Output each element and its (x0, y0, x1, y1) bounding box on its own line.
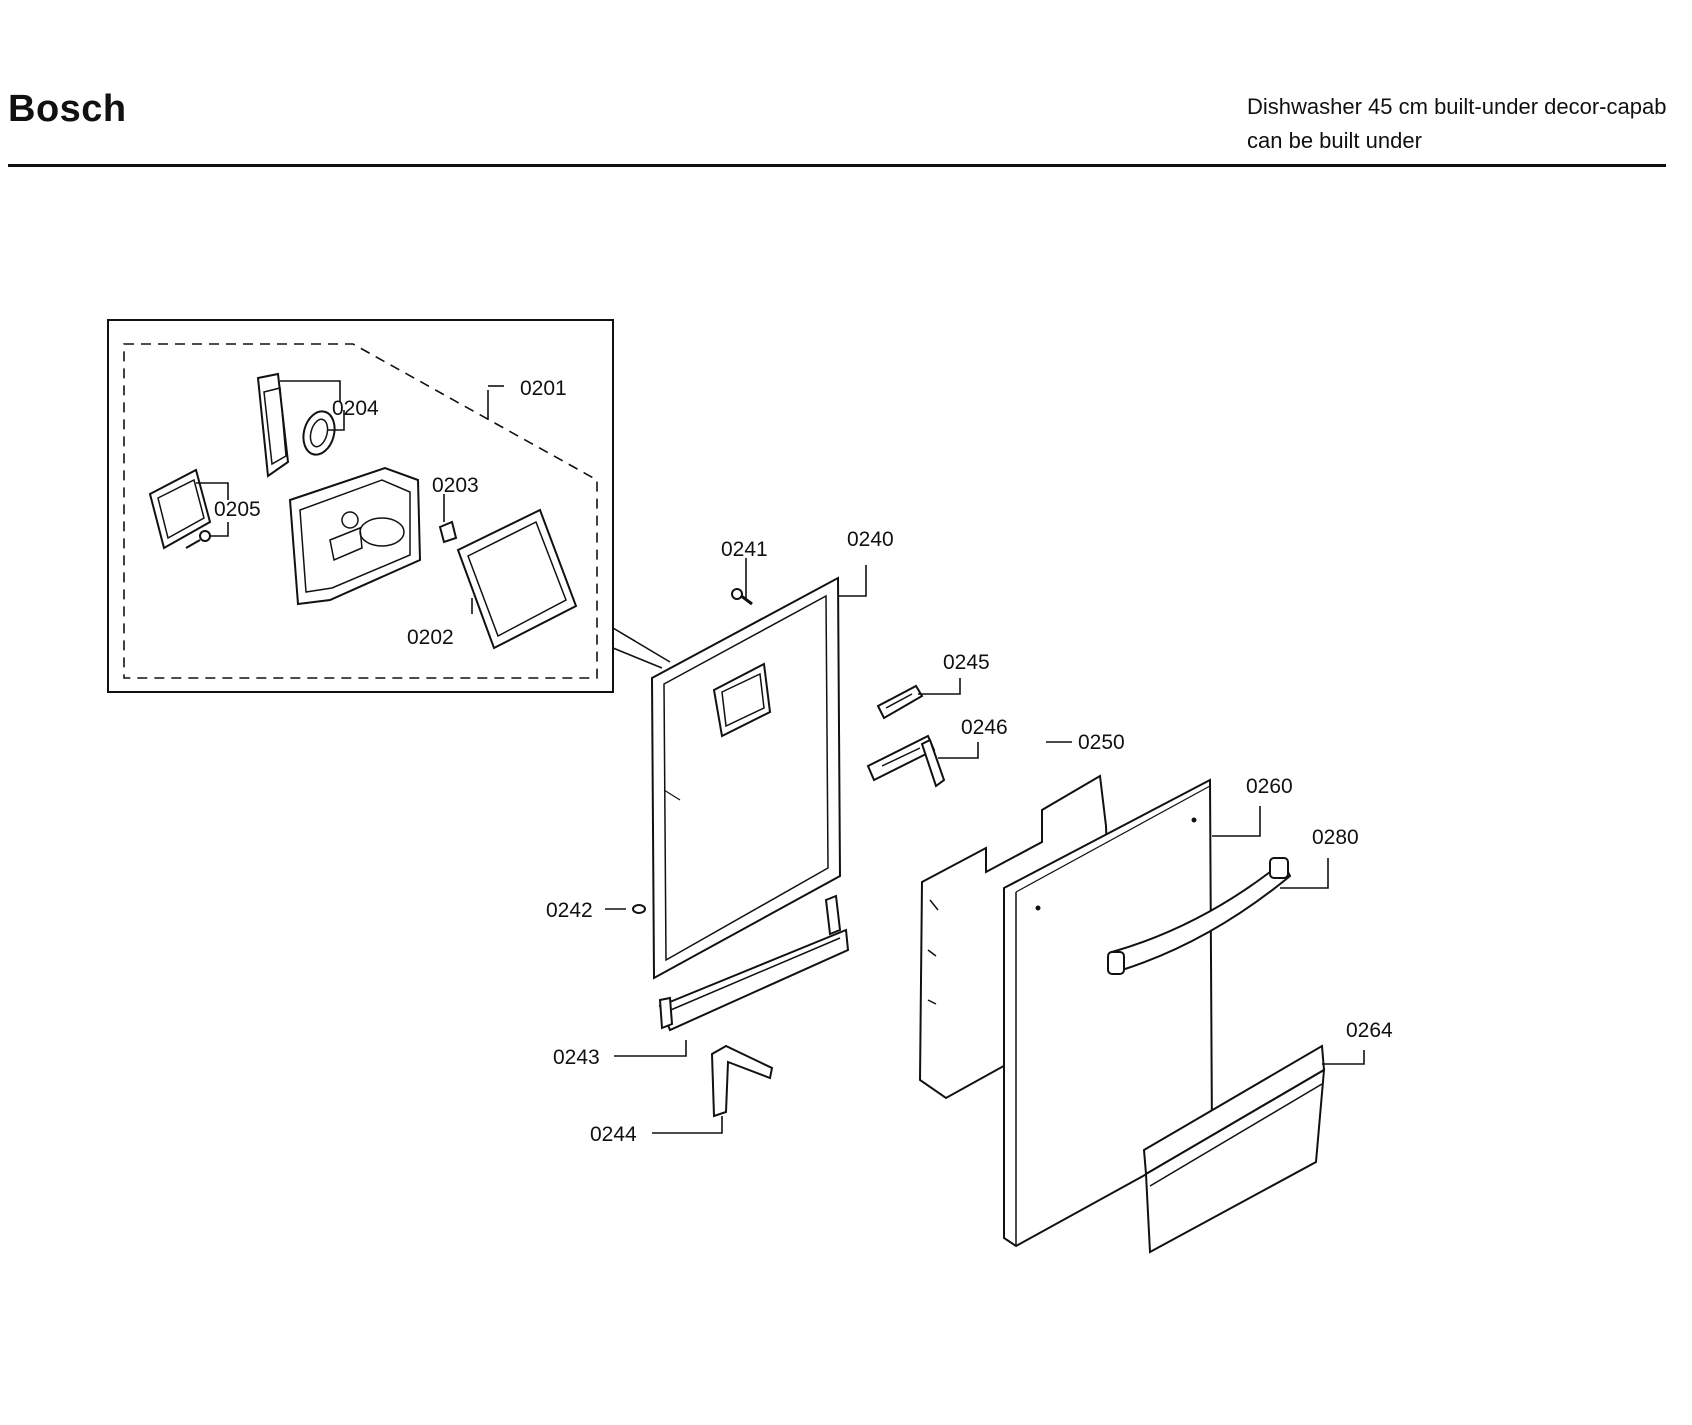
callout-0242: 0242 (546, 899, 593, 922)
part-0246-hinge-assembly (866, 734, 946, 788)
callout-0244: 0244 (590, 1123, 637, 1146)
part-0280-handle (1107, 857, 1292, 975)
part-0260-outer-door (1003, 778, 1214, 1248)
callout-leaders (196, 380, 1365, 1134)
part-0240-inner-door (650, 576, 842, 980)
callout-0203: 0203 (432, 474, 479, 497)
part-0245-hinge (876, 684, 924, 720)
callout-labels: 0201 0204 0205 0203 0202 0241 0240 0242 … (214, 377, 1393, 1146)
part-0203-clip (438, 520, 458, 544)
callout-0250: 0250 (1078, 731, 1125, 754)
part-0243-rail (658, 894, 850, 1032)
part-0204-lid (256, 372, 336, 478)
part-0264-kickplate (1142, 1044, 1326, 1254)
brand-name: Bosch (8, 88, 127, 130)
part-0241-screw (731, 588, 753, 606)
callout-0243: 0243 (553, 1046, 600, 1069)
part-0201-dispenser (288, 466, 422, 606)
detail-inset (107, 319, 671, 693)
callout-0240: 0240 (847, 528, 894, 551)
description-line-2: can be built under (1247, 128, 1422, 153)
part-0242-screw (632, 904, 646, 914)
description-line-1: Dishwasher 45 cm built-under decor-capab (1247, 94, 1667, 119)
callout-0201: 0201 (520, 377, 567, 400)
callout-0241: 0241 (721, 538, 768, 561)
callout-0205: 0205 (214, 498, 261, 521)
callout-0202: 0202 (407, 626, 454, 649)
part-0205-plate (148, 468, 212, 550)
callout-0280: 0280 (1312, 826, 1359, 849)
part-0244-bracket (710, 1044, 774, 1118)
callout-0204: 0204 (332, 397, 379, 420)
model-description: Dishwasher 45 cm built-under decor-capab… (1247, 90, 1666, 158)
callout-0246: 0246 (961, 716, 1008, 739)
part-0202-seal (456, 508, 578, 650)
callout-0264: 0264 (1346, 1019, 1393, 1042)
callout-0245: 0245 (943, 651, 990, 674)
callout-0260: 0260 (1246, 775, 1293, 798)
header-rule (8, 164, 1666, 167)
